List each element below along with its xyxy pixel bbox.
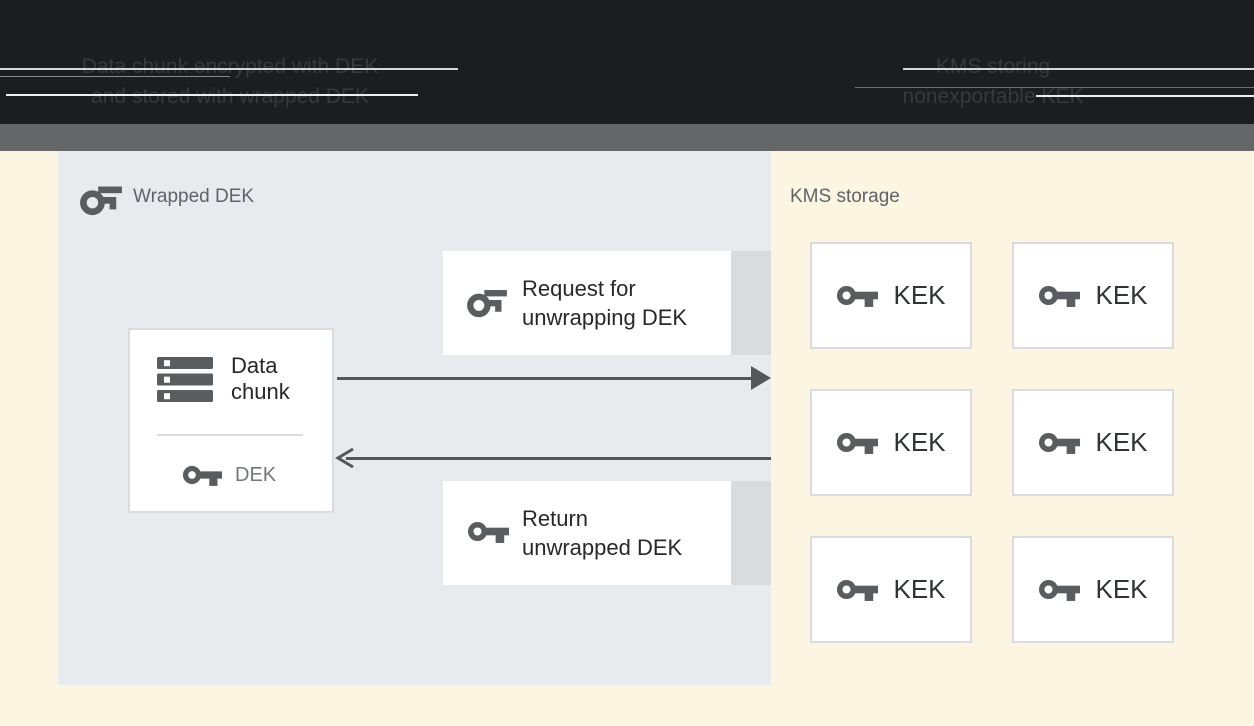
kek-label: KEK (893, 280, 946, 310)
glitch-line (903, 68, 1254, 70)
kek-box: KEK (1012, 242, 1174, 349)
kek-label: KEK (893, 427, 946, 457)
return-box-gray-strip (731, 481, 771, 585)
key-solid-icon (1038, 430, 1081, 455)
dek-row: DEK (182, 463, 276, 487)
return-unwrapped-dek-box: Return unwrapped DEK (443, 481, 731, 585)
divider (157, 434, 303, 436)
arrow-from-kms-line (346, 457, 771, 460)
request-unwrapping-dek-box: Request for unwrapping DEK (443, 251, 731, 355)
kek-label: KEK (1095, 574, 1148, 604)
kek-grid: KEK KEK KEK KEK KEK KEK (810, 242, 1174, 643)
key-solid-icon (1038, 577, 1081, 602)
wrapped-dek-panel: Wrapped DEK Data chunk (58, 151, 771, 685)
kek-box: KEK (810, 536, 972, 643)
request-box-label: Request for unwrapping DEK (522, 274, 687, 332)
return-box-line1: Return (522, 506, 589, 531)
kek-label: KEK (1095, 280, 1148, 310)
key-solid-icon (836, 283, 879, 308)
caption-data-chunk-line1: Data chunk encrypted with DEK (81, 55, 379, 78)
return-box-line2: unwrapped DEK (522, 535, 683, 560)
gray-divider-band (0, 124, 1254, 151)
kek-box: KEK (1012, 536, 1174, 643)
key-solid-icon (182, 463, 222, 487)
glitch-line (1036, 95, 1254, 97)
storage-icon (157, 357, 213, 402)
arrow-to-kms-head-icon (751, 366, 771, 390)
glitch-line (0, 68, 458, 70)
caption-kms-line1: KMS storing (935, 55, 1051, 78)
key-solid-icon (836, 430, 879, 455)
dek-label: DEK (235, 463, 277, 486)
data-chunk-label-line1: Data (231, 353, 278, 378)
request-box-line1: Request for (522, 276, 636, 301)
key-solid-icon (1038, 283, 1081, 308)
kms-storage-title: KMS storage (790, 186, 900, 207)
kek-label: KEK (1095, 427, 1148, 457)
glitch-line (0, 76, 230, 77)
key-solid-icon (467, 519, 509, 544)
caption-data-chunk-line2: and stored with wrapped DEK (91, 85, 369, 108)
key-outline-icon (467, 281, 507, 319)
arrow-from-kms-head-icon (334, 446, 356, 470)
request-box-gray-strip (731, 251, 771, 355)
kek-label: KEK (893, 574, 946, 604)
header-band: Data chunk encrypted with DEK and stored… (0, 0, 1254, 124)
key-outline-icon (80, 177, 122, 217)
caption-kms-line2: nonexportable KEK (902, 85, 1084, 108)
wrapped-dek-title: Wrapped DEK (133, 186, 255, 207)
kek-box: KEK (810, 389, 972, 496)
caption-data-chunk: Data chunk encrypted with DEK and stored… (60, 52, 400, 112)
arrow-to-kms-line (337, 377, 751, 380)
data-chunk-box: Data chunk DEK (128, 328, 334, 513)
kek-box: KEK (1012, 389, 1174, 496)
key-solid-icon (836, 577, 879, 602)
return-box-label: Return unwrapped DEK (522, 504, 682, 562)
caption-kms: KMS storing nonexportable KEK (823, 52, 1163, 112)
glitch-line (855, 87, 1254, 88)
kek-box: KEK (810, 242, 972, 349)
data-chunk-label-line2: chunk (231, 379, 290, 404)
wrapped-dek-title-row: Wrapped DEK (80, 177, 254, 217)
glitch-line (6, 94, 418, 96)
data-chunk-label: Data chunk (231, 353, 290, 405)
request-box-line2: unwrapping DEK (522, 305, 688, 330)
